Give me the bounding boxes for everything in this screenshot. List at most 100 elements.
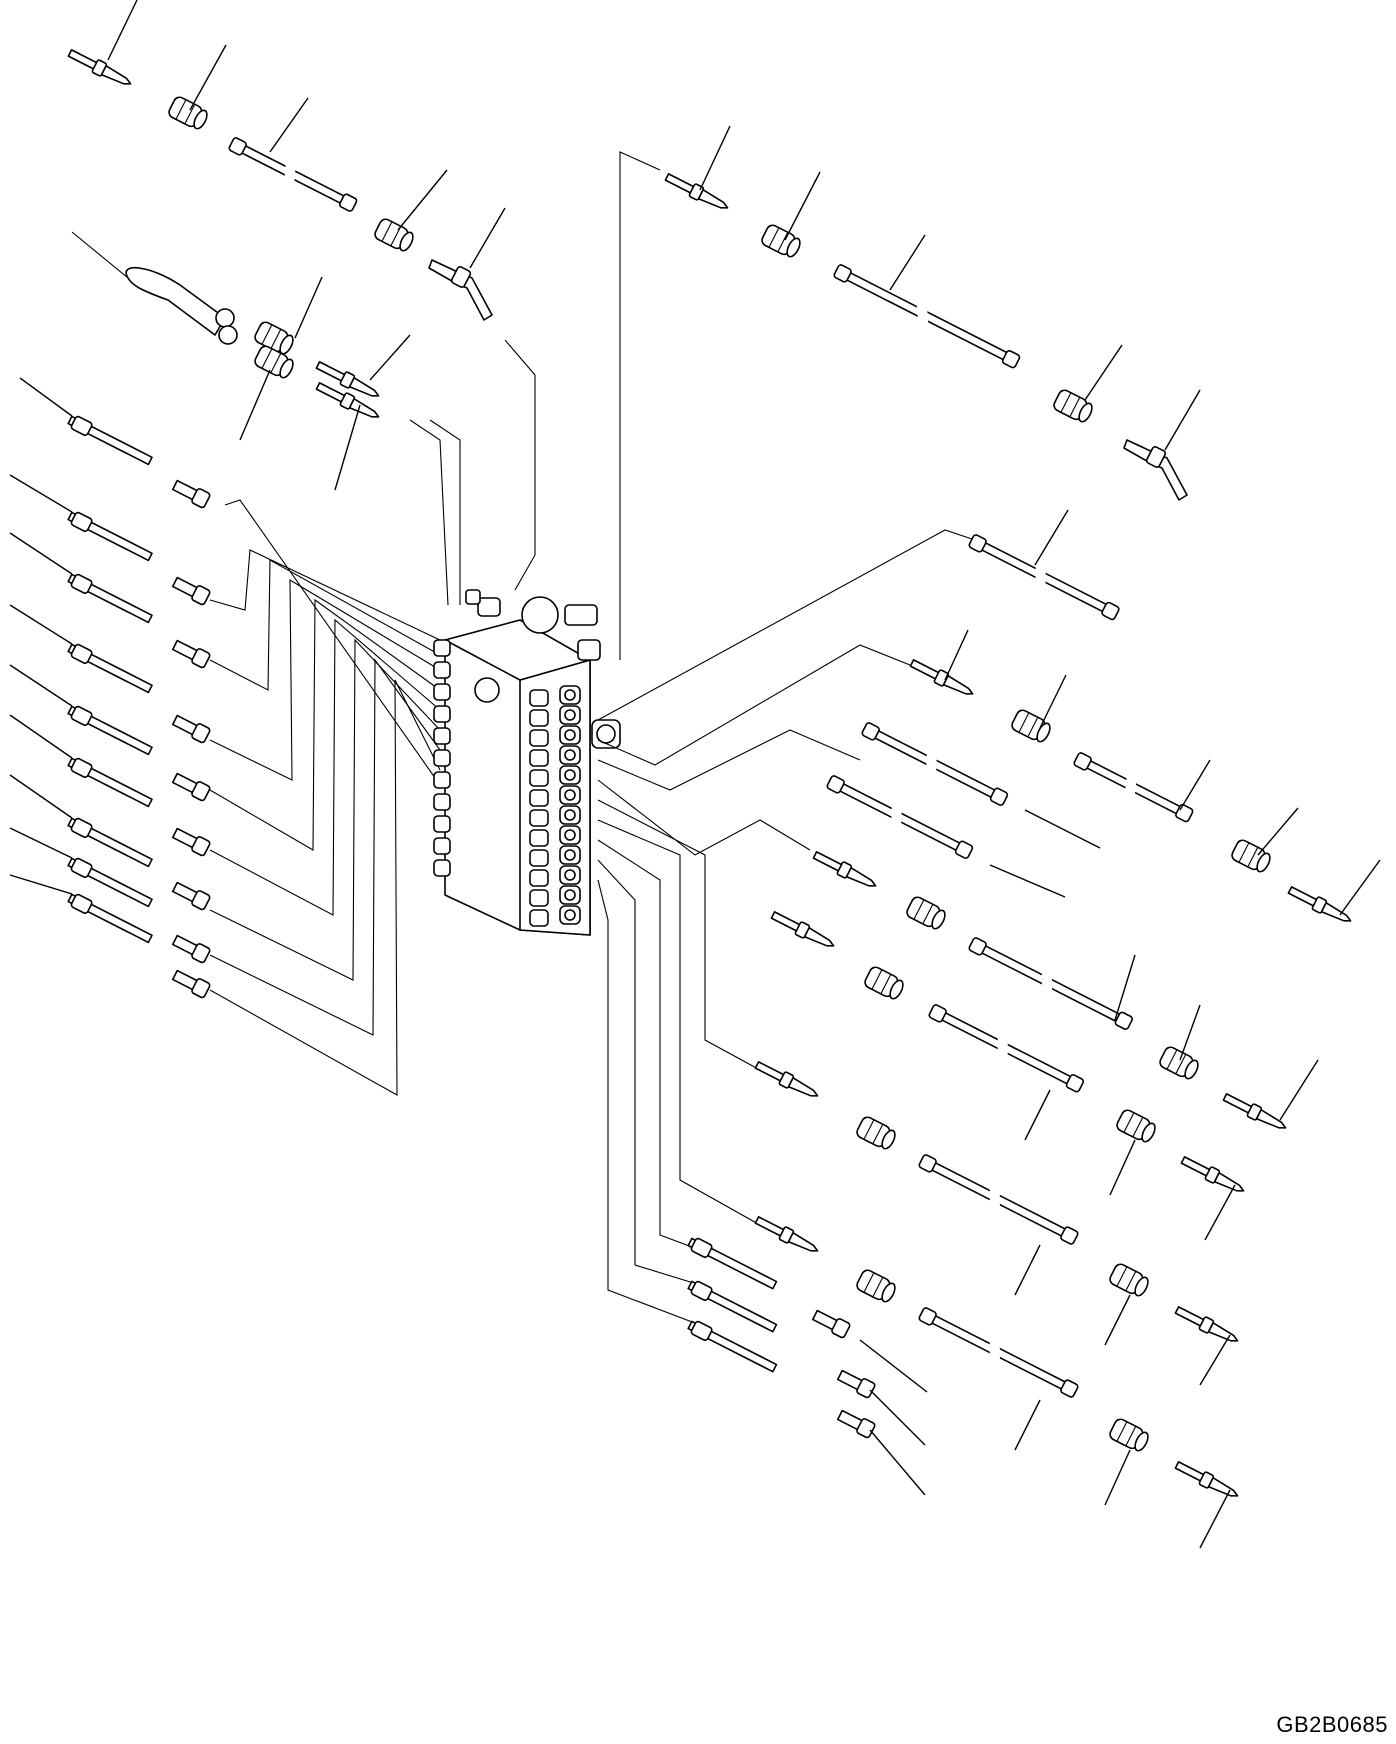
valve-port-plug (529, 709, 549, 727)
leader-line (1339, 859, 1381, 916)
tube-nipple (1174, 1306, 1239, 1342)
pilot-tube (67, 757, 153, 808)
leader-line (1024, 809, 1101, 849)
valve-port-plug (529, 809, 549, 827)
valve-port-plug (529, 829, 549, 847)
leader-line (1179, 759, 1211, 811)
valve-port-bore (564, 749, 576, 761)
tube-nipple (754, 1216, 819, 1252)
valve-port-plug (433, 661, 451, 679)
hex-union (856, 1269, 896, 1303)
valve-port-bore (564, 789, 576, 801)
tube-nipple (770, 911, 835, 947)
connecting-lines (209, 151, 976, 1326)
valve-port-bore (564, 689, 576, 701)
leader-line (1024, 1089, 1051, 1141)
pilot-tube (67, 643, 153, 694)
hex-union (864, 966, 904, 1000)
valve-port-plug (529, 689, 549, 707)
leader-line (1104, 1449, 1131, 1506)
valve-port-plug (433, 815, 451, 833)
tube-fitting (171, 479, 211, 509)
hex-union (906, 896, 946, 930)
hex-union (374, 218, 414, 252)
tube-assembly (228, 137, 358, 212)
tube-assembly (918, 1307, 1079, 1398)
valve-port-plug (529, 769, 549, 787)
hex-union (1231, 839, 1271, 873)
valve-port-plug (433, 837, 451, 855)
leader-line (889, 234, 926, 291)
tube-nipple (754, 1061, 819, 1097)
leader-line (9, 827, 73, 859)
valve-port-bore (564, 809, 576, 821)
leader-line (19, 377, 73, 417)
valve-port-bore (564, 909, 576, 921)
tube-assembly (1073, 752, 1194, 823)
leader-line (859, 1339, 928, 1393)
pilot-tube (67, 857, 153, 908)
leader-line (369, 334, 411, 381)
hose-clamp (71, 231, 238, 345)
tube-fitting (171, 934, 211, 964)
leader-line (9, 532, 73, 575)
pilot-tube (67, 817, 153, 868)
tube-assembly (826, 775, 974, 859)
valve-port-plug (529, 789, 549, 807)
tube-fitting (811, 1309, 851, 1339)
valve-port-bore (564, 769, 576, 781)
valve-port-bore (564, 729, 576, 741)
pilot-tube (67, 705, 153, 756)
leader-lines (9, 0, 1381, 1549)
valve-port-plug (433, 771, 451, 789)
leader-line (1199, 1489, 1231, 1549)
hydraulic-fittings (67, 49, 1352, 1497)
tube-assembly (968, 534, 1120, 621)
tube-nipple (664, 173, 729, 209)
leader-line (469, 207, 506, 269)
hex-union (1116, 1109, 1156, 1143)
valve-port-plug (433, 859, 451, 877)
hex-union (856, 1116, 896, 1150)
valve-port-plug (433, 683, 451, 701)
elbow-fitting (1123, 439, 1188, 501)
tube-fitting (171, 714, 211, 744)
valve-port-bore (564, 889, 576, 901)
pilot-tube (67, 415, 153, 466)
leader-line (9, 714, 73, 759)
leader-line (9, 474, 73, 513)
pilot-tube (687, 1320, 778, 1373)
tube-fitting (171, 827, 211, 857)
tube-nipple (1222, 1093, 1287, 1129)
leader-line (869, 1429, 926, 1496)
valve-port-plug (529, 729, 549, 747)
leader-line (397, 169, 448, 231)
valve-port-plug (529, 909, 549, 927)
leader-line (107, 0, 138, 61)
pilot-tube (687, 1237, 778, 1290)
leader-line (1039, 674, 1067, 729)
valve-port-bore (564, 829, 576, 841)
hex-union (1109, 1263, 1149, 1297)
leader-line (784, 171, 821, 241)
leader-line (1279, 1059, 1319, 1121)
pilot-tube (67, 573, 153, 624)
tube-nipple (909, 659, 974, 695)
valve-port-plug (433, 639, 451, 657)
hex-union (1053, 389, 1093, 423)
hex-union (1109, 1418, 1149, 1452)
leader-line (1204, 1184, 1236, 1241)
tube-fitting (171, 639, 211, 669)
tube-nipple (1287, 886, 1352, 922)
valve-port-plug (433, 705, 451, 723)
leader-line (1199, 1334, 1231, 1386)
tube-fitting (171, 881, 211, 911)
leader-line (1014, 1244, 1041, 1296)
tube-nipple (67, 49, 132, 85)
tube-assembly (968, 937, 1133, 1030)
leader-line (1114, 954, 1136, 1021)
tube-assembly (918, 1154, 1079, 1245)
hex-union (254, 321, 294, 355)
tube-assembly (833, 264, 1021, 369)
